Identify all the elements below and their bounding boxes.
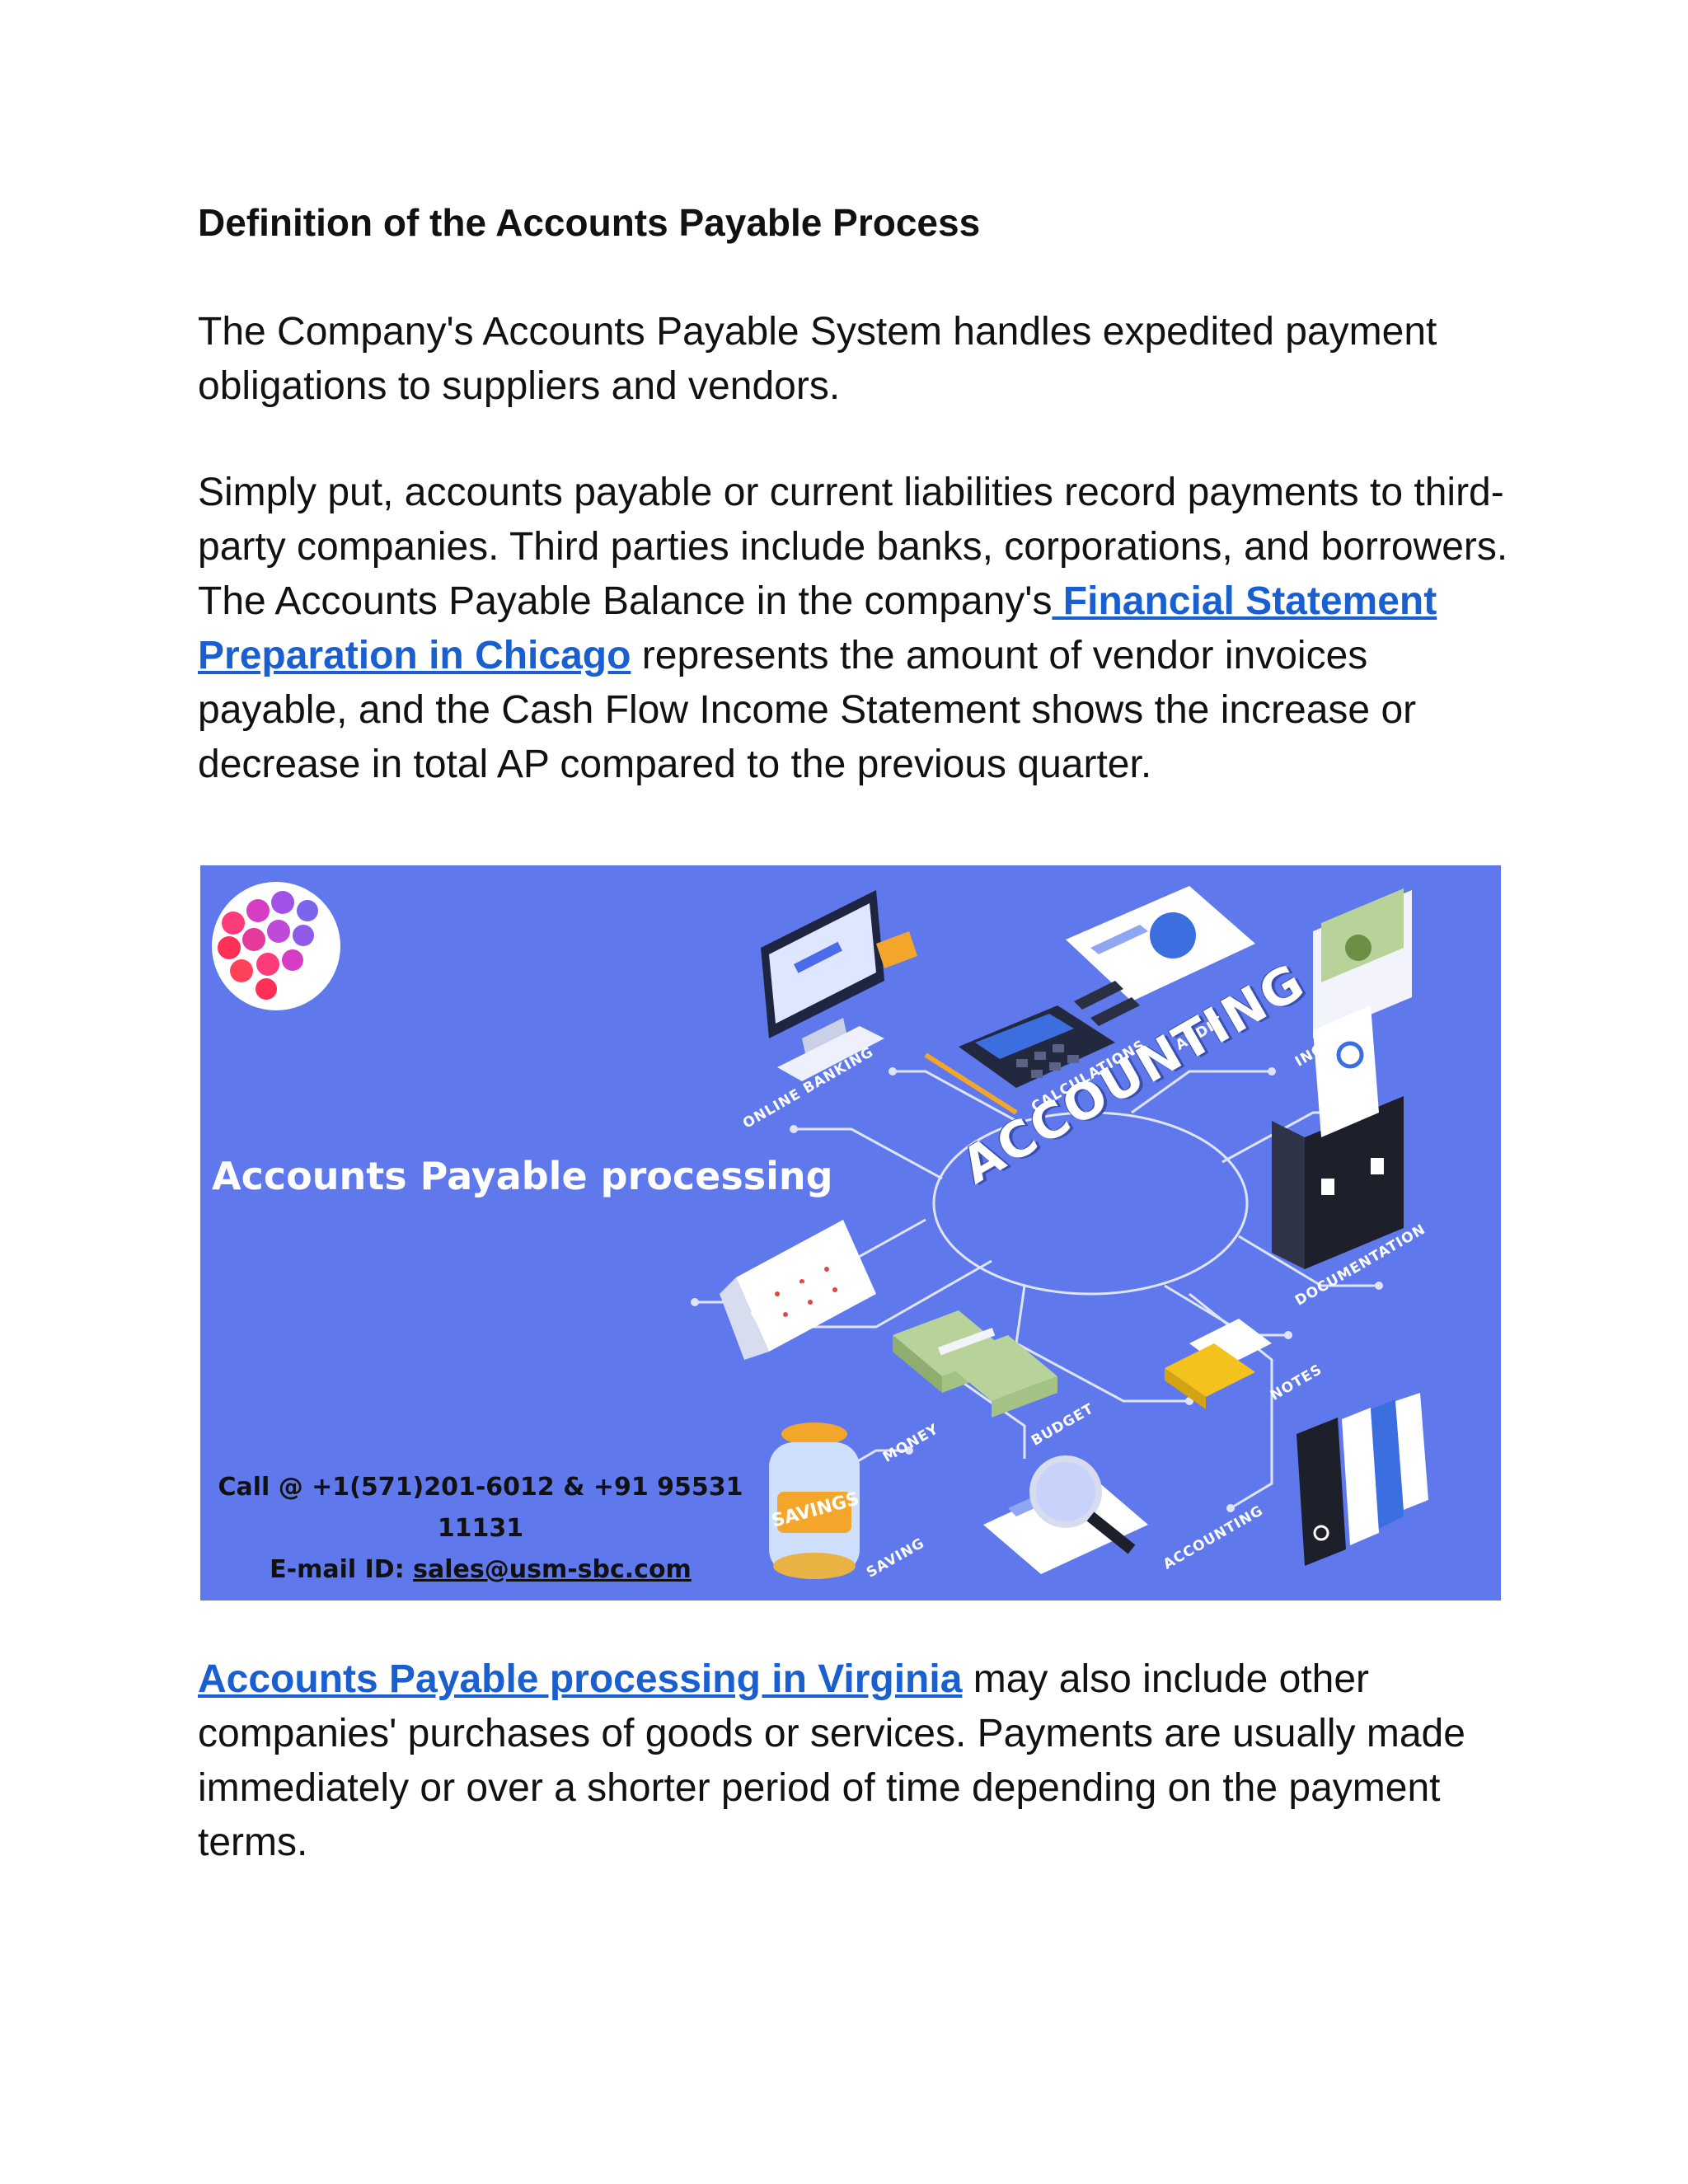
paragraph-virginia: Accounts Payable processing in Virginia …: [198, 1652, 1517, 1870]
paragraph-virginia-text: may also include other companies' purcha…: [198, 1657, 1465, 1864]
contact-phone: Call @ +1(571)201-6012 & +91 95531 11131: [218, 1473, 743, 1543]
savings-jar-icon: [769, 1422, 860, 1579]
contact-email-link[interactable]: sales@usm-sbc.com: [413, 1555, 692, 1584]
accounting-banner-image: Accounts Payable processing ACCOUNTING S…: [200, 865, 1501, 1601]
accounting-illustration: [212, 882, 1428, 1579]
banner-title: Accounts Payable processing: [212, 1154, 833, 1198]
virginia-ap-link[interactable]: Accounts Payable processing in Virginia: [198, 1657, 963, 1701]
binders-icon: [1296, 1393, 1428, 1566]
connector-lines: [695, 1070, 1379, 1510]
magnifying-glass-icon: [983, 1455, 1148, 1574]
calendar-icon: [720, 1220, 876, 1360]
computer-monitor-icon: [761, 890, 917, 1081]
audit-document-icon: [1066, 886, 1255, 1026]
contact-email-line: E-mail ID: sales@usm-sbc.com: [200, 1549, 761, 1591]
income-envelope-icon: [1313, 888, 1412, 1038]
page-heading: Definition of the Accounts Payable Proce…: [198, 201, 981, 244]
currency-globe-logo: [212, 882, 340, 1010]
paragraph-liabilities-text-after: represents the amount of vendor invoices…: [198, 634, 1417, 786]
briefcase-icon: [1272, 1005, 1404, 1269]
contact-email-label: E-mail ID:: [270, 1555, 414, 1584]
money-stack-icon: [893, 1310, 1057, 1418]
calculator-icon: [924, 1005, 1115, 1115]
paragraph-liabilities-text: Simply put, accounts payable or current …: [198, 471, 1508, 623]
sticky-notes-icon: [1165, 1319, 1272, 1409]
paragraph-intro: The Company's Accounts Payable System ha…: [198, 310, 1437, 408]
contact-info: Call @ +1(571)201-6012 & +91 95531 11131…: [200, 1467, 761, 1591]
financial-statement-link[interactable]: Financial Statement Preparation in Chica…: [198, 579, 1437, 677]
paragraph-liabilities: Simply put, accounts payable or current …: [198, 466, 1517, 792]
